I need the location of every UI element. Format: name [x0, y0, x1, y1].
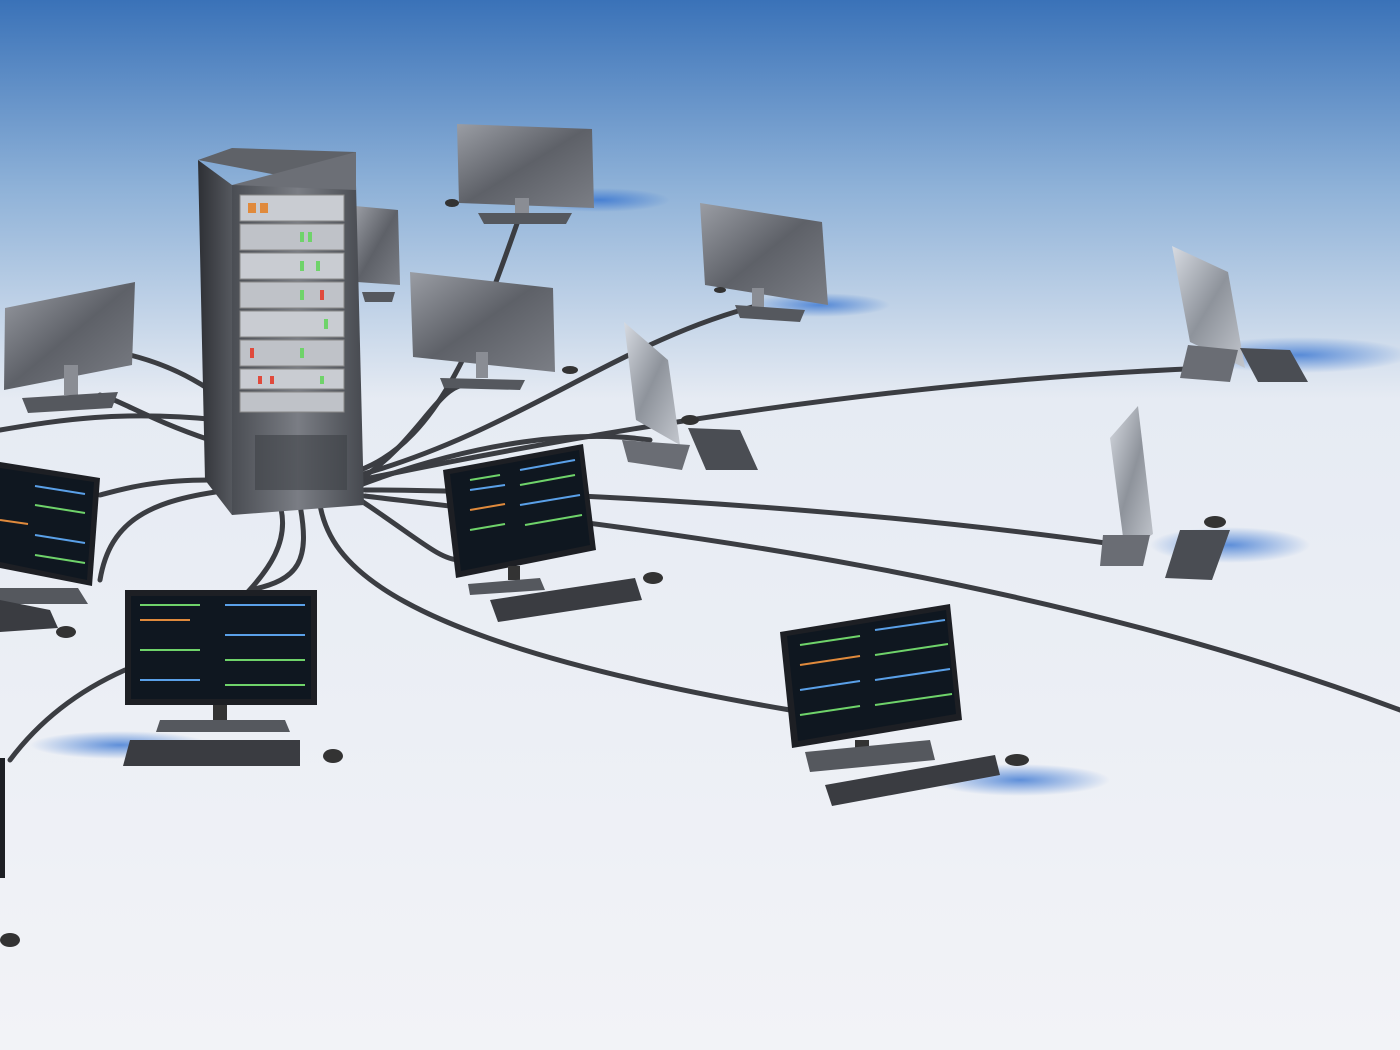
rack-units [239, 194, 345, 413]
server-rack [198, 148, 364, 515]
monitor-back-top [445, 124, 594, 224]
monitor-back-left [4, 282, 135, 413]
monitor-front-center [443, 444, 663, 622]
monitor-back-right-1 [700, 203, 828, 322]
monitor-back-center [410, 272, 578, 390]
monitor-front-left-lower [123, 590, 343, 766]
monitor-side-far-right [1172, 246, 1308, 382]
monitor-front-right [780, 604, 1029, 806]
monitor-side-center-right [622, 322, 758, 470]
monitor-back-behind-rack [355, 206, 400, 302]
monitor-edge-left [0, 758, 20, 947]
monitor-front-left-upper [0, 462, 100, 638]
monitor-side-mid-right [1100, 406, 1230, 580]
